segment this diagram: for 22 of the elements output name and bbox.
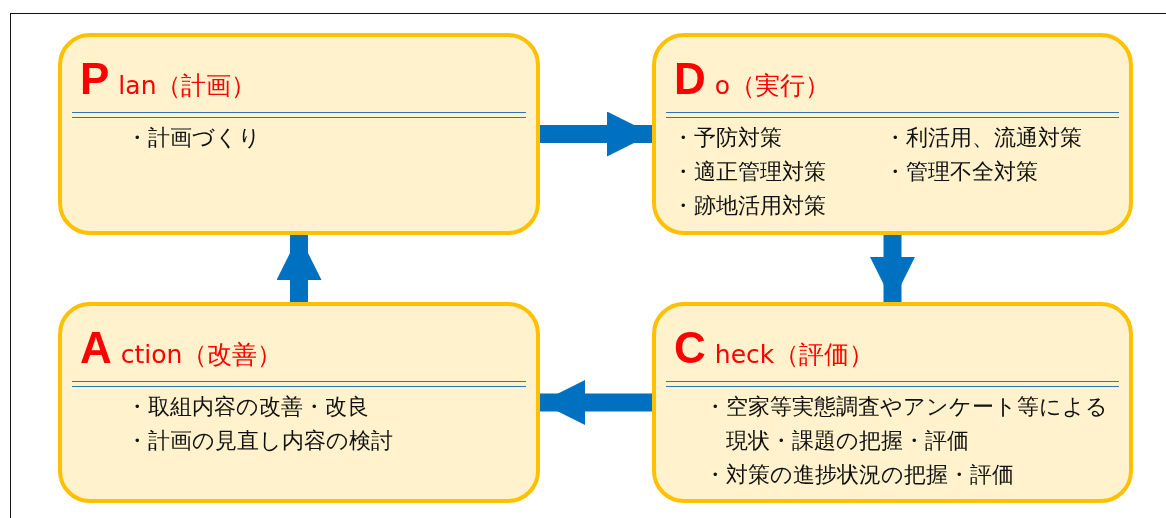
bullet-item: ・適正管理対策 (672, 158, 827, 186)
bullet-item: ・利活用、流通対策 (884, 124, 1083, 152)
bullet-item: ・跡地活用対策 (672, 192, 827, 220)
rounded-box (58, 302, 540, 503)
block-arrow (540, 111, 652, 157)
box-heading: Plan（計画） (80, 59, 257, 105)
block-arrow (276, 235, 322, 302)
bullet-item: ・予防対策 (672, 124, 783, 152)
rounded-box (652, 302, 1133, 503)
bullet-item: ・取組内容の改善・改良 (126, 393, 370, 421)
box-heading: Check（評価） (674, 328, 875, 374)
box-heading: Action（改善） (80, 328, 283, 374)
bullet-item: ・対策の進捗状況の把握・評価 (704, 461, 1015, 489)
bullet-item: ・管理不全対策 (884, 158, 1039, 186)
bullet-item: ・計画の見直し内容の検討 (126, 427, 394, 455)
bullet-item: ・空家等実態調査やアンケート等による現状・課題の把握・評価 (704, 393, 1109, 455)
block-arrow (870, 235, 915, 302)
rounded-box (58, 33, 540, 235)
block-arrow (540, 380, 652, 425)
rounded-box (652, 33, 1133, 235)
box-heading: Do（実行） (674, 59, 831, 105)
bullet-item: ・計画づくり (126, 124, 262, 152)
